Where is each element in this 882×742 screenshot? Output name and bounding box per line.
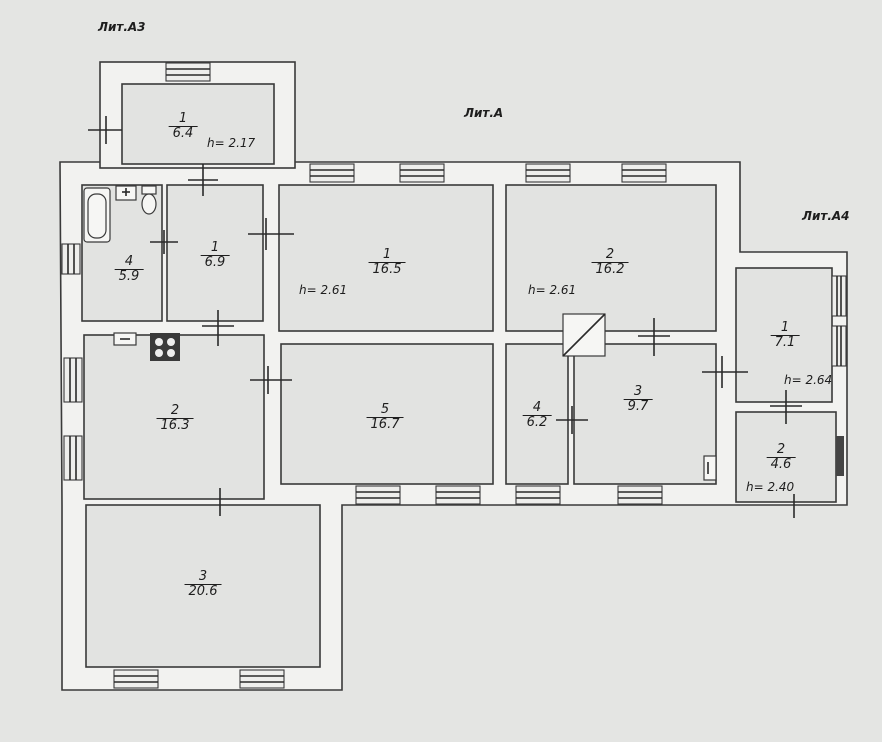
room-label-1-69: 1 6.9 — [200, 241, 230, 270]
room-number: 5 — [366, 403, 404, 418]
room-number: 1 — [368, 248, 406, 263]
room-1-large — [278, 184, 494, 332]
room-a3-1 — [121, 83, 275, 165]
room-label-3-97: 3 9.7 — [623, 385, 653, 414]
room-number: 2 — [766, 443, 796, 458]
room-area: 6.2 — [526, 415, 548, 430]
height-a3: h= 2.17 — [207, 136, 256, 150]
room-number: 3 — [184, 570, 222, 585]
room-area: 20.6 — [188, 584, 218, 599]
room-number: 3 — [623, 385, 653, 400]
room-area: 16.7 — [370, 417, 400, 432]
stove-icon — [150, 333, 180, 361]
room-label-2-163: 2 16.3 — [156, 404, 194, 433]
toilet-icon — [141, 185, 157, 215]
room-area: 16.5 — [372, 262, 402, 277]
height-room-1-165: h= 2.61 — [299, 283, 348, 297]
room-number: 2 — [156, 404, 194, 419]
room-label-4-59: 4 5.9 — [114, 255, 144, 284]
room-label-a4-1: 1 7.1 — [770, 321, 800, 350]
height-room-2-162: h= 2.61 — [528, 283, 577, 297]
room-area: 7.1 — [774, 335, 796, 350]
label-lit-a: Лит.А — [464, 106, 504, 120]
room-number: 1 — [200, 241, 230, 256]
room-4-hall — [505, 343, 569, 485]
bathtub-icon — [83, 187, 111, 243]
room-area: 4.6 — [770, 457, 792, 472]
room-number: 4 — [114, 255, 144, 270]
height-a4-1: h= 2.64 — [784, 373, 833, 387]
room-2-large — [505, 184, 717, 332]
room-area: 6.9 — [204, 255, 226, 270]
room-number: 1 — [168, 112, 198, 127]
door-marks — [88, 116, 802, 518]
room-3-large — [85, 504, 321, 668]
room-label-a3-1: 1 6.4 — [168, 112, 198, 141]
room-number: 2 — [591, 248, 629, 263]
room-1-small — [166, 184, 264, 322]
room-label-5-167: 5 16.7 — [366, 403, 404, 432]
room-area: 16.3 — [160, 418, 190, 433]
sink-icon — [115, 185, 137, 201]
kitchen-sink-icon — [113, 332, 137, 346]
room-area: 9.7 — [627, 399, 649, 414]
label-lit-a4: Лит.А4 — [802, 209, 850, 223]
room-label-1-165: 1 16.5 — [368, 248, 406, 277]
label-lit-a3: Лит.А3 — [98, 20, 146, 34]
room-3-small — [573, 343, 717, 485]
room-number: 4 — [522, 401, 552, 416]
room-area: 5.9 — [118, 269, 140, 284]
room-label-4-62: 4 6.2 — [522, 401, 552, 430]
height-a4-2: h= 2.40 — [746, 480, 795, 494]
chimney-icon — [562, 313, 606, 357]
room-label-3-206: 3 20.6 — [184, 570, 222, 599]
room-number: 1 — [770, 321, 800, 336]
room-label-2-162: 2 16.2 — [591, 248, 629, 277]
room-area: 16.2 — [595, 262, 625, 277]
room-2-kitchen — [83, 334, 265, 500]
windows — [61, 62, 847, 689]
heater-icon — [703, 455, 717, 481]
room-area: 6.4 — [172, 126, 194, 141]
room-label-a4-2: 2 4.6 — [766, 443, 796, 472]
room-5 — [280, 343, 494, 485]
